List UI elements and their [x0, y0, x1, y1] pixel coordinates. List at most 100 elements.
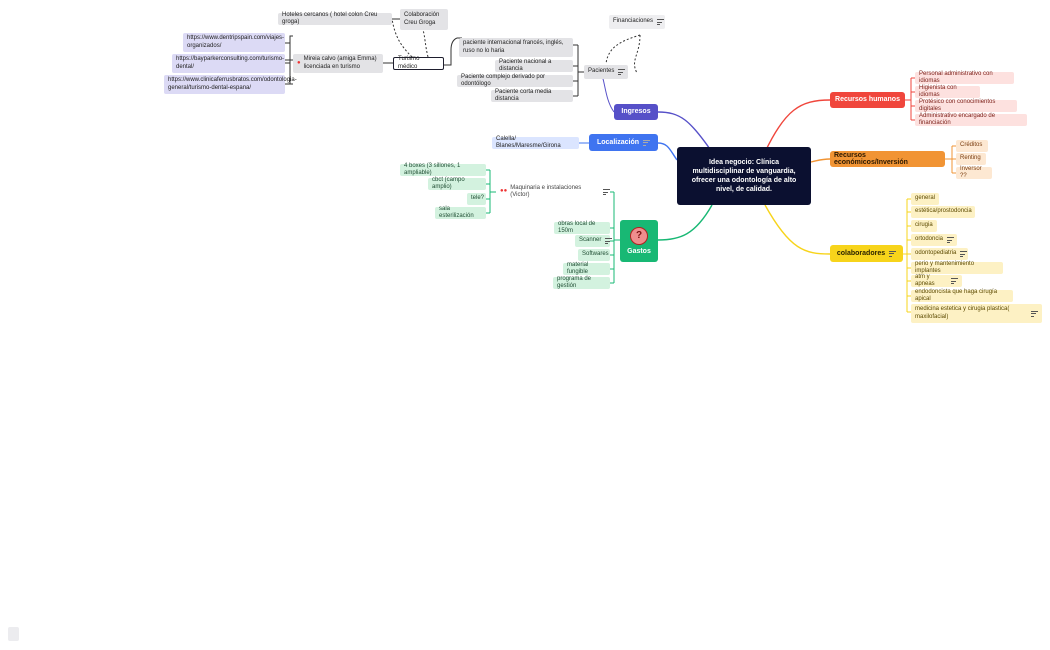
maquinaria-item[interactable]: sala esterilización — [435, 206, 486, 219]
economicos-item[interactable]: Créditos — [956, 140, 988, 152]
economicos-item[interactable]: Inversor ?? — [956, 166, 992, 179]
gastos-item[interactable]: Softwares — [578, 249, 610, 261]
colaboradores-item[interactable]: estética/prostodoncia — [911, 206, 975, 218]
rrhh-item-label: Higienista con idiomas — [919, 84, 957, 99]
node-maquinaria[interactable]: ●● Maquinaria e instalaciones (Victor) — [496, 185, 614, 198]
maquinaria-item-label: cbct (campo amplio) — [432, 176, 465, 191]
note-icon[interactable] — [618, 69, 626, 75]
node-mireia-label: Mireia calvo (amiga Emma) licenciada en … — [303, 56, 377, 70]
gastos-item[interactable]: obras local de 150m — [554, 221, 610, 234]
maquinaria-item-label: tele? — [471, 195, 485, 202]
colaboradores-item[interactable]: atm y apneas — [911, 273, 962, 288]
colaboradores-item-label: atm y apneas — [915, 273, 935, 288]
paciente-item-label: Paciente complejo derivado por odontólog… — [461, 73, 546, 88]
branch-line-rrhh — [764, 99, 831, 153]
branch-localizacion-label: Localización — [596, 138, 639, 146]
colaboradores-item-label: estética/prostodoncia — [915, 208, 972, 215]
node-hoteles[interactable]: Hoteles cercanos ( hotel colon Creu grog… — [278, 11, 392, 26]
economicos-item-label: Renting — [960, 155, 981, 162]
link-item[interactable]: https://bayparkerconsulting.com/turismo-… — [172, 54, 285, 73]
branch-localizacion[interactable]: Localización — [589, 134, 658, 151]
colaboradores-item-label: general — [915, 195, 936, 202]
note-icon[interactable] — [951, 278, 958, 284]
colaboradores-item[interactable]: endodoncista que haga cirugía apical — [911, 288, 1013, 303]
paciente-item[interactable]: Paciente corta media distancia — [491, 89, 573, 102]
maquinaria-item[interactable]: tele? — [467, 193, 486, 205]
link-item-label: https://www.clinicaferrusbratos.com/odon… — [168, 77, 297, 91]
colaboradores-item[interactable]: perio y mantenimiento implantes — [911, 260, 1003, 275]
colaboradores-item[interactable]: odontopediatria — [911, 248, 968, 260]
branch-economicos-label: Recursos económicos/Inversión — [834, 151, 908, 167]
paciente-item-label: Paciente nacional a distancia — [499, 58, 552, 73]
branch-ingresos[interactable]: Ingresos — [614, 104, 658, 120]
gastos-item[interactable]: programa de gestión — [553, 275, 610, 290]
face-icon: ●● — [500, 188, 508, 195]
note-icon[interactable] — [605, 238, 613, 244]
branch-line-ingresos — [657, 111, 713, 153]
rrhh-item[interactable]: Protésico con conocimientos digitales — [915, 99, 1017, 112]
rrhh-item[interactable]: Higienista con idiomas — [915, 84, 980, 99]
question-icon: ? — [630, 226, 648, 245]
link-item[interactable]: https://www.clinicaferrusbratos.com/odon… — [164, 75, 297, 94]
branch-colaboradores[interactable]: colaboradores — [830, 245, 903, 262]
node-pacientes-label: Pacientes — [588, 68, 615, 75]
note-icon[interactable] — [960, 251, 968, 257]
branch-line-economicos — [810, 158, 831, 163]
note-icon[interactable] — [643, 139, 650, 146]
gastos-item-label: Softwares — [582, 251, 609, 258]
colaboradores-item-label: endodoncista que haga cirugía apical — [915, 288, 998, 303]
colaboradores-item[interactable]: ortodoncia — [911, 234, 957, 246]
node-turismo-medico[interactable]: Turismo médico — [393, 56, 444, 70]
face-icon: ● — [297, 59, 301, 66]
node-financiaciones[interactable]: Financiaciones — [609, 15, 665, 29]
colaboradores-item[interactable]: cirugia — [911, 220, 937, 232]
localizacion-item[interactable]: Calella/ Blanes/Maresme/Girona — [492, 135, 579, 150]
rrhh-item-label: Administrativo encargado de financiación — [919, 112, 996, 127]
paciente-item[interactable]: paciente internacional francés, inglés, … — [459, 38, 573, 57]
rrhh-item[interactable]: Personal administrativo con idiomas — [915, 70, 1014, 85]
corner-panel-toggle[interactable] — [8, 627, 19, 641]
central-idea[interactable]: Idea negocio: Clínica multidisciplinar d… — [677, 147, 811, 205]
note-icon[interactable] — [603, 189, 610, 195]
branch-line-localizacion — [657, 142, 678, 161]
colaboradores-item[interactable]: medicina estetica y cirugia plastica( ma… — [911, 304, 1042, 323]
gastos-item[interactable]: material fungible — [563, 261, 610, 276]
note-icon[interactable] — [889, 250, 897, 257]
gastos-item-label: programa de gestión — [557, 275, 592, 290]
maquinaria-item[interactable]: cbct (campo amplio) — [428, 176, 486, 191]
maquinaria-item[interactable]: 4 boxes (3 sillones, 1 ampliable) — [400, 162, 486, 177]
branch-line-gastos — [657, 204, 713, 241]
branch-gastos-label: Gastos — [627, 247, 651, 255]
paciente-item[interactable]: Paciente nacional a distancia — [495, 58, 573, 73]
colaboradores-item-label: odontopediatria — [915, 250, 957, 257]
branch-rrhh[interactable]: Recursos humanos — [830, 92, 905, 108]
branch-economicos[interactable]: Recursos económicos/Inversión — [830, 151, 945, 167]
economicos-item[interactable]: Renting — [956, 153, 986, 165]
economicos-item-label: Créditos — [960, 142, 983, 149]
colaboradores-item-label: perio y mantenimiento implantes — [915, 260, 975, 275]
node-turismo-medico-label: Turismo médico — [398, 56, 420, 70]
note-icon[interactable] — [1031, 310, 1038, 317]
rrhh-item[interactable]: Administrativo encargado de financiación — [915, 112, 1027, 127]
branch-colaboradores-label: colaboradores — [836, 249, 886, 257]
paciente-item[interactable]: Paciente complejo derivado por odontólog… — [457, 73, 573, 88]
node-colaboracion[interactable]: Colaboración Creu Groga — [400, 9, 448, 30]
node-pacientes[interactable]: Pacientes — [584, 65, 628, 79]
branch-gastos[interactable]: ? Gastos — [620, 220, 658, 262]
node-mireia[interactable]: ● Mireia calvo (amiga Emma) licenciada e… — [293, 54, 383, 73]
gastos-item-label: material fungible — [567, 261, 589, 276]
gastos-item[interactable]: Scanner — [575, 235, 613, 247]
maquinaria-item-label: 4 boxes (3 sillones, 1 ampliable) — [404, 162, 461, 177]
note-icon[interactable] — [947, 237, 955, 243]
rrhh-item-label: Personal administrativo con idiomas — [919, 70, 993, 85]
gastos-item-label: Scanner — [579, 237, 602, 244]
node-hoteles-label: Hoteles cercanos ( hotel colon Creu grog… — [282, 11, 378, 26]
link-item-label: https://bayparkerconsulting.com/turismo-… — [176, 56, 285, 70]
colaboradores-item[interactable]: general — [911, 193, 939, 205]
link-item[interactable]: https://www.dentripspain.com/viajes-orga… — [183, 33, 285, 52]
note-icon[interactable] — [657, 19, 665, 25]
colaboradores-item-label: ortodoncia — [915, 236, 944, 243]
branch-ingresos-label: Ingresos — [621, 108, 651, 116]
localizacion-item-label: Calella/ Blanes/Maresme/Girona — [496, 135, 561, 150]
